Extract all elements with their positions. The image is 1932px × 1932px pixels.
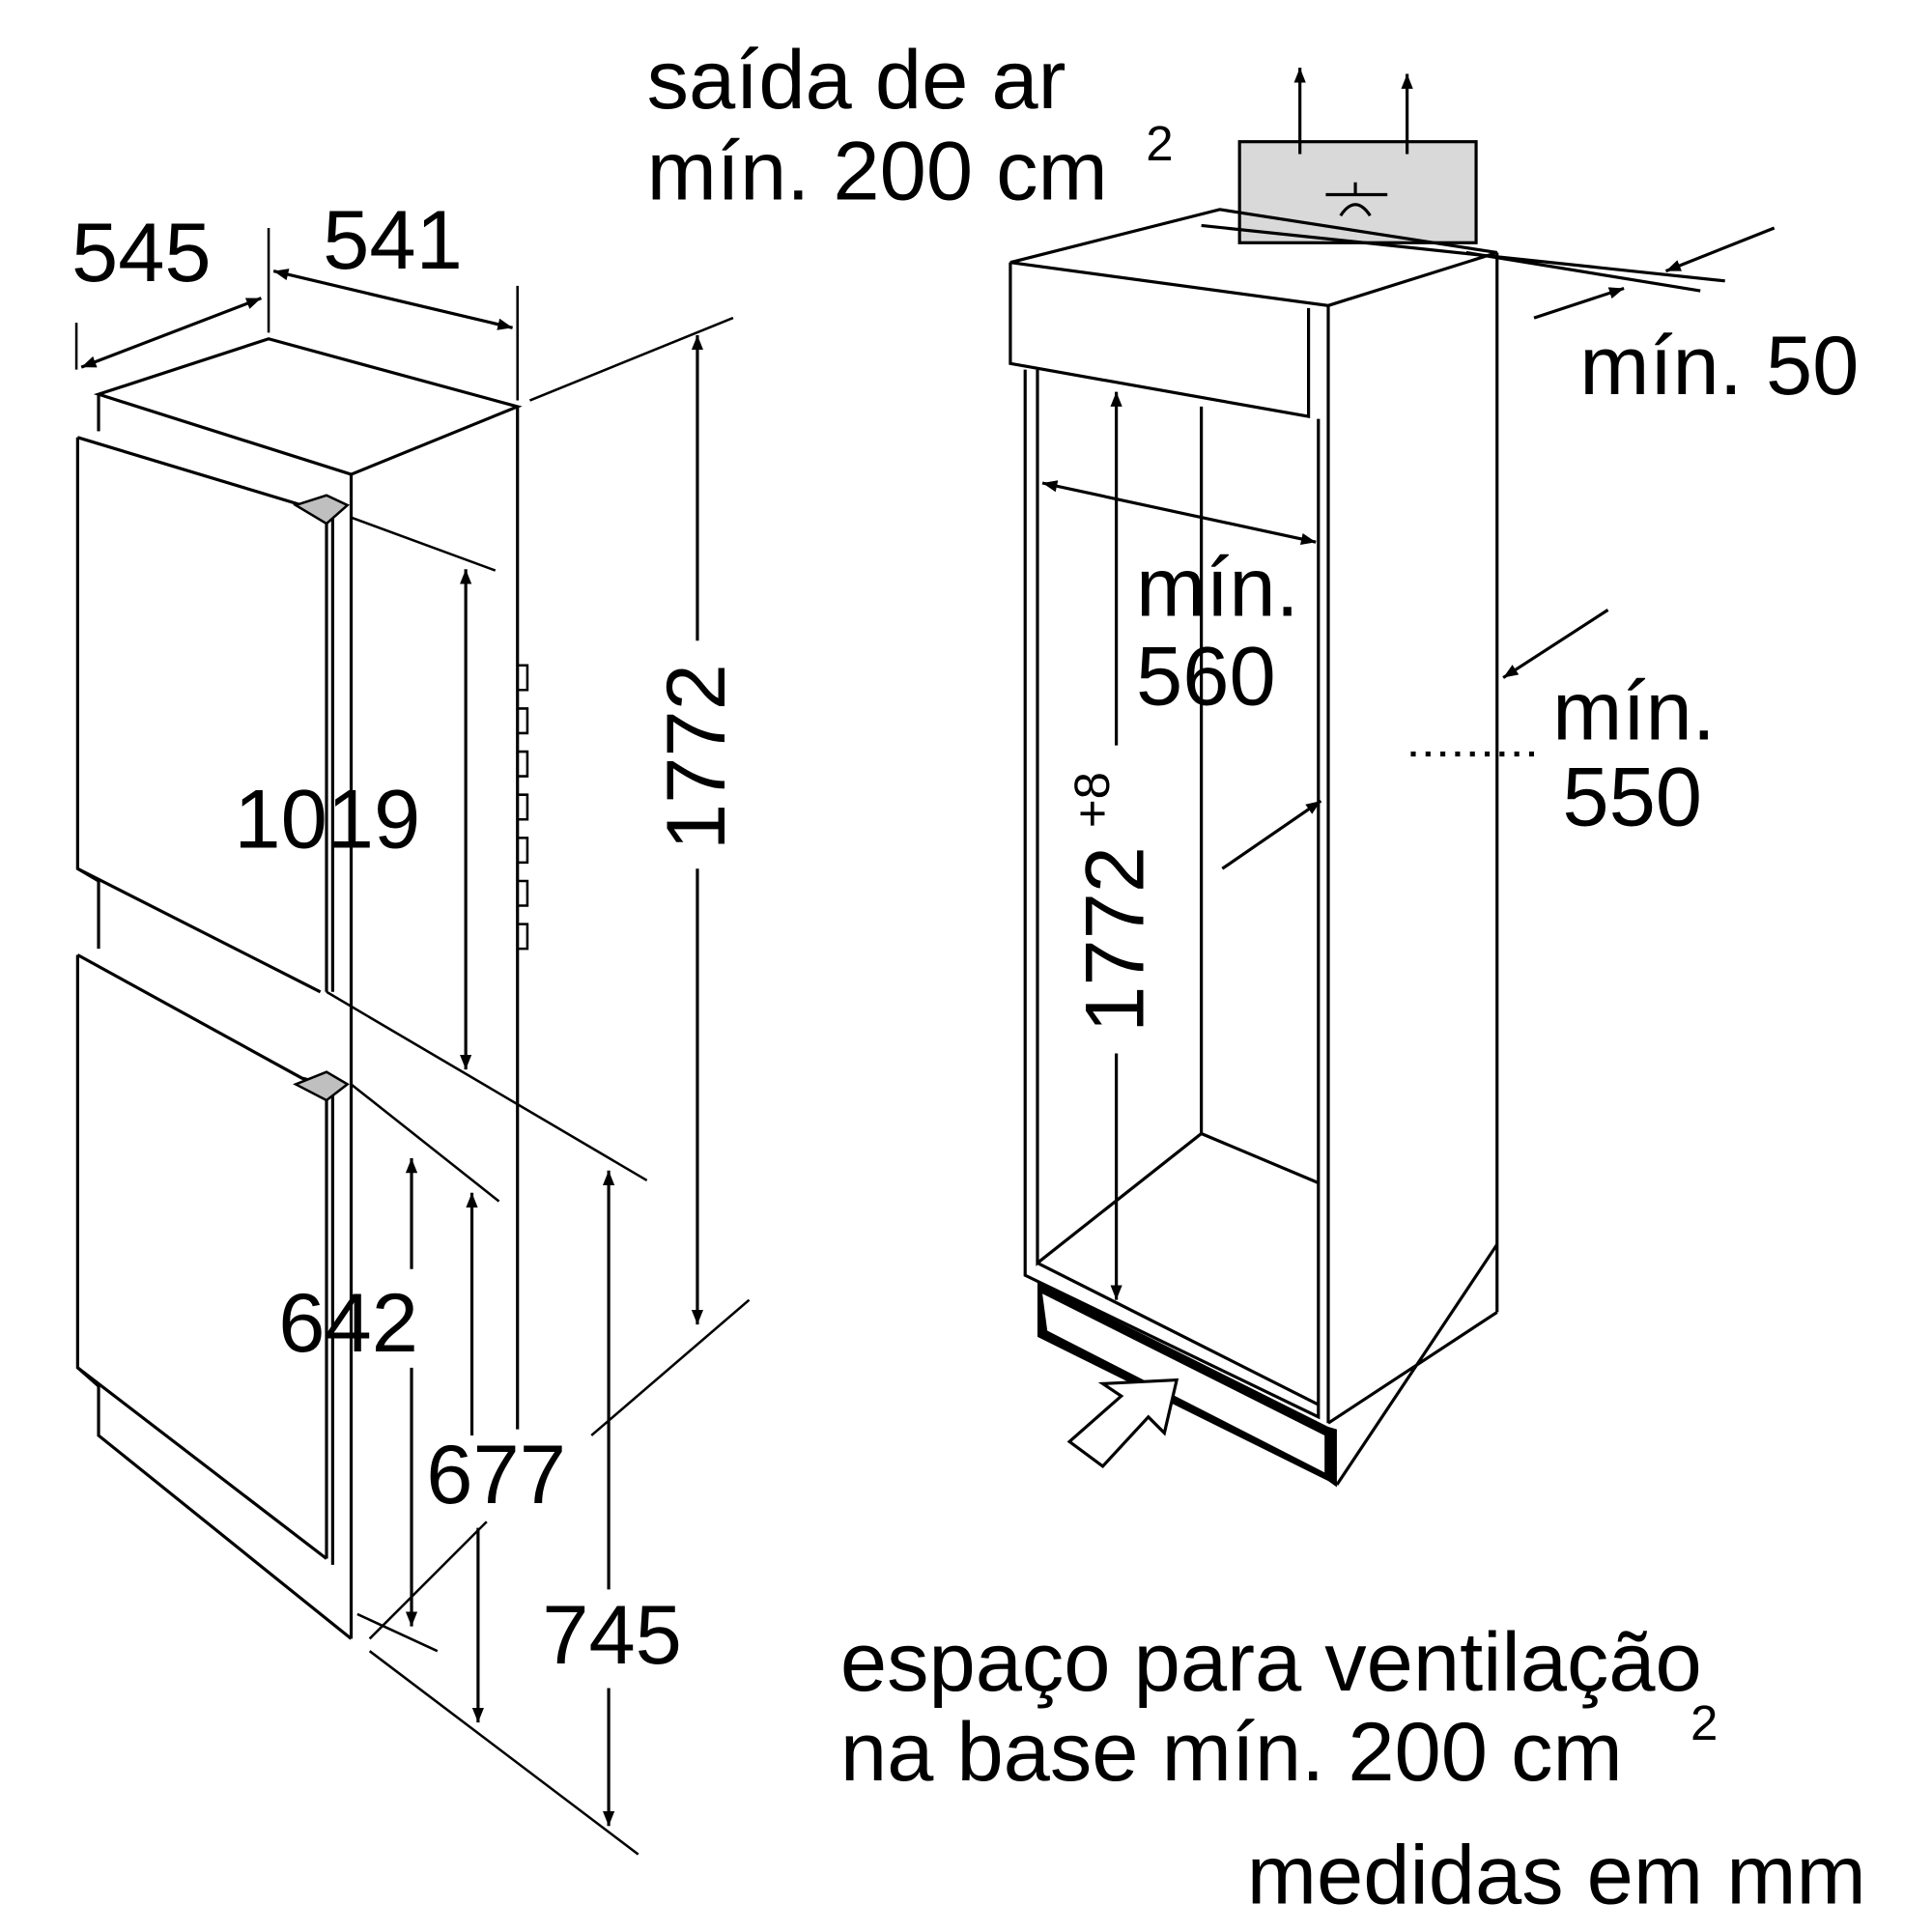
units-note: medidas em mm xyxy=(1247,1829,1866,1922)
base-vent-label: espaço para ventilação xyxy=(840,1615,1702,1709)
lower-door-dimension: 642 xyxy=(278,1276,418,1370)
niche-drawing: saída de ar mín. 200 cm 2 mín. 50 mín. 5… xyxy=(647,33,1860,1799)
superscript: 2 xyxy=(1690,1695,1718,1750)
top-gap-label: mín. 50 xyxy=(1579,319,1859,412)
niche-depth-label: mín. xyxy=(1552,664,1716,757)
niche-width-value: 560 xyxy=(1136,630,1276,724)
depth-dimension: 541 xyxy=(323,193,463,287)
base-height-dimension: 745 xyxy=(542,1588,682,1682)
upper-hinge xyxy=(293,494,350,526)
air-outlet-label: saída de ar xyxy=(647,33,1066,127)
upper-door-dimension: 1019 xyxy=(234,773,420,867)
vent-inlet-arrow-icon xyxy=(1066,1378,1179,1468)
niche-height-value: 1772 xyxy=(1068,846,1162,1033)
base-vent-area: na base mín. 200 cm xyxy=(840,1705,1623,1799)
fan-icon xyxy=(1325,182,1388,217)
niche-depth-value: 550 xyxy=(1562,751,1702,844)
air-outlet-area-text: mín. 200 cm xyxy=(647,125,1108,218)
niche-width-label: mín. xyxy=(1136,541,1299,635)
side-vent-slots xyxy=(517,664,529,951)
niche-height-tolerance: +8 xyxy=(1065,772,1120,828)
total-height-dimension: 1772 xyxy=(649,664,743,850)
air-outlet-grille xyxy=(1237,140,1478,244)
superscript: 2 xyxy=(1146,116,1173,171)
lower-hinge-dimension: 677 xyxy=(426,1428,566,1521)
air-outlet-area: mín. 200 cm xyxy=(647,125,1108,218)
lower-hinge xyxy=(293,1070,350,1102)
width-dimension: 545 xyxy=(71,206,212,299)
appliance-drawing: 545 541 1772 1019 642 677 745 xyxy=(71,193,751,1856)
